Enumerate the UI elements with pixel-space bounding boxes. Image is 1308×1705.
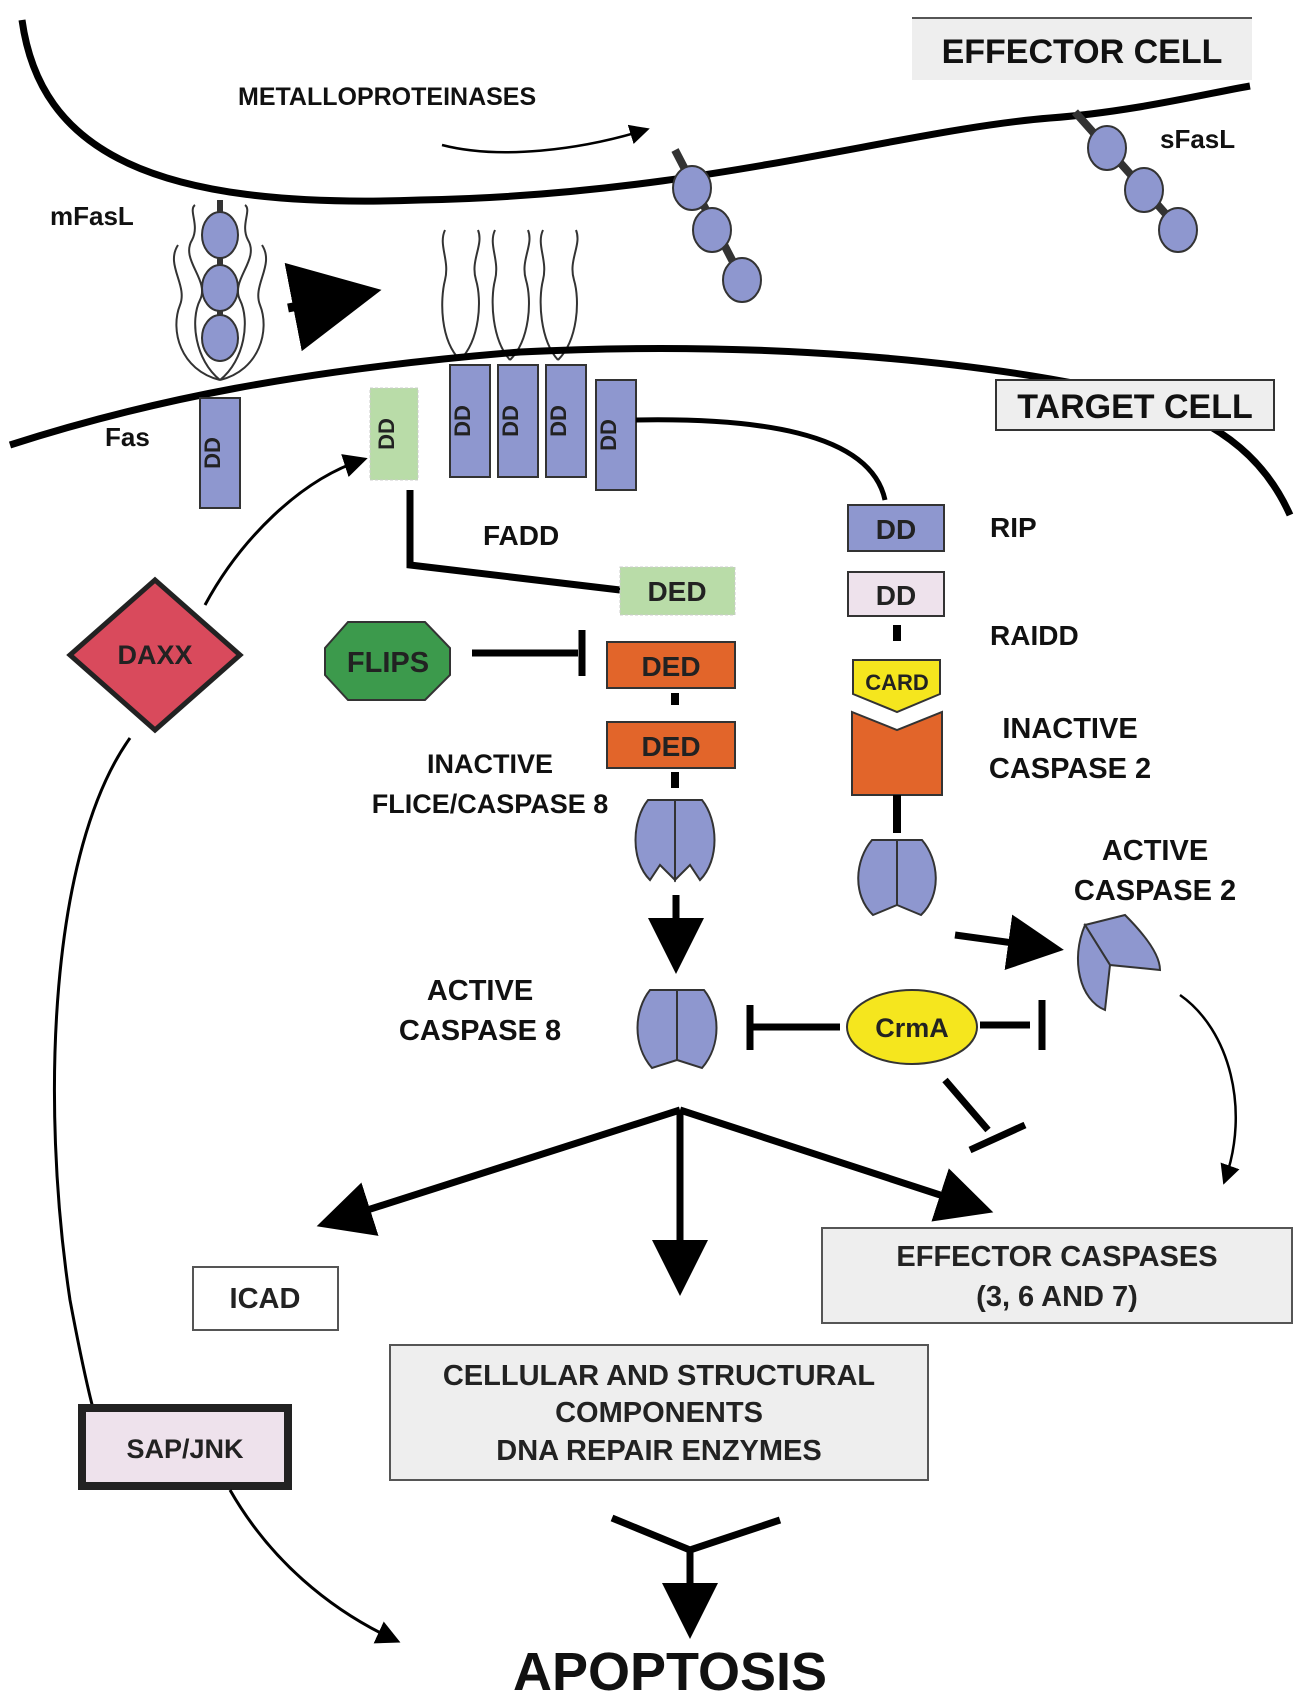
effector-caspases-box bbox=[821, 1227, 1293, 1324]
cellular-label-line3: DNA REPAIR ENZYMES bbox=[496, 1435, 821, 1467]
rip-dd-label: DD bbox=[876, 514, 916, 545]
active-caspase2-label-line1: ACTIVE bbox=[1102, 835, 1208, 867]
crma-inhibits-effectors bbox=[942, 1077, 991, 1133]
fadd-dd-label: DD bbox=[374, 418, 399, 450]
dd-label-1: DD bbox=[450, 405, 475, 437]
sapjnk-to-apoptosis-arrow bbox=[228, 1489, 401, 1644]
apoptosis-label: APOPTOSIS bbox=[513, 1642, 827, 1702]
fadd-label: FADD bbox=[483, 520, 559, 551]
active-caspase2-label-line2: CASPASE 2 bbox=[1074, 875, 1236, 907]
metalloproteinases-label: METALLOPROTEINASES bbox=[238, 83, 536, 111]
ded-label-1: DED bbox=[641, 651, 700, 682]
daxx-to-fas-arrow bbox=[203, 454, 368, 606]
fas-dd-label: DD bbox=[200, 437, 225, 469]
active-caspase2 bbox=[1077, 913, 1162, 1012]
effector-cell-label: EFFECTOR CELL bbox=[942, 33, 1223, 71]
dd-rip-connector bbox=[635, 417, 888, 501]
cellular-label-line1: CELLULAR AND STRUCTURAL bbox=[443, 1360, 875, 1392]
cellular-label-line2: COMPONENTS bbox=[555, 1397, 763, 1429]
raidd-label: RAIDD bbox=[990, 620, 1079, 651]
crma-label: CrmA bbox=[875, 1013, 949, 1043]
receptor-trimer-stalks bbox=[441, 229, 579, 361]
crma-inhibitor: CrmA bbox=[846, 989, 978, 1065]
sfasl-ligand bbox=[1072, 109, 1198, 253]
icad-label: ICAD bbox=[230, 1283, 301, 1315]
fas-label: Fas bbox=[105, 422, 150, 452]
effector-caspases-label-line1: EFFECTOR CASPASES bbox=[896, 1241, 1217, 1273]
inactive-caspase2-prodomain bbox=[851, 710, 943, 796]
dd-label-4: DD bbox=[596, 419, 621, 451]
active-caspase8-label-line1: ACTIVE bbox=[427, 975, 533, 1007]
rip-label: RIP bbox=[990, 512, 1037, 543]
card-domain: CARD bbox=[852, 659, 941, 714]
raidd-dd-label: DD bbox=[876, 580, 916, 611]
caspase8-downstream-arrows bbox=[316, 1106, 994, 1296]
mfasl-label: mFasL bbox=[50, 201, 134, 231]
inactive-caspase2-label-line2: CASPASE 2 bbox=[989, 753, 1151, 785]
released-fasl-ligand bbox=[671, 148, 762, 303]
dd-label-2: DD bbox=[498, 405, 523, 437]
daxx-label: DAXX bbox=[117, 640, 192, 670]
inactive-caspase2-label-line1: INACTIVE bbox=[1002, 713, 1137, 745]
sfasl-label: sFasL bbox=[1160, 124, 1235, 154]
active-caspase8 bbox=[636, 989, 718, 1070]
icad-box bbox=[192, 1266, 339, 1331]
inactive-caspase8 bbox=[634, 799, 716, 883]
card-label: CARD bbox=[865, 670, 929, 695]
fadd-ded-domain: DED bbox=[619, 566, 736, 616]
metalloproteinase-arrow bbox=[441, 124, 650, 154]
trimerization-arrow bbox=[284, 262, 382, 352]
raidd-dd-domain: DD bbox=[847, 571, 945, 617]
inactive-caspase2 bbox=[857, 839, 937, 917]
ded-label-2: DED bbox=[641, 731, 700, 762]
caspase8-ded-domains: DED DED bbox=[606, 641, 736, 788]
fas-receptor: DD bbox=[199, 397, 241, 509]
target-cell-label: TARGET CELL bbox=[1017, 388, 1252, 426]
flips-inhibitor: FLIPS bbox=[324, 621, 451, 701]
rip-dd-domain: DD bbox=[847, 504, 945, 552]
mfasl-ligand bbox=[172, 200, 268, 381]
inactive-flice-label-line1: INACTIVE bbox=[427, 749, 553, 779]
caspase2-to-effectors-arrow bbox=[1179, 993, 1240, 1185]
daxx-adaptor: DAXX bbox=[66, 576, 244, 734]
fadd-connector bbox=[406, 490, 621, 594]
flips-label: FLIPS bbox=[347, 647, 429, 679]
apoptosis-convergence bbox=[610, 1514, 782, 1620]
cellular-components-box bbox=[389, 1344, 929, 1481]
sap-jnk-box bbox=[78, 1404, 292, 1490]
effector-cell-box bbox=[912, 18, 1252, 80]
clustered-dd-domains: DD DD DD DD bbox=[449, 364, 637, 491]
inactive-flice-label-line2: FLICE/CASPASE 8 bbox=[372, 789, 609, 819]
effector-caspases-label-line2: (3, 6 AND 7) bbox=[976, 1281, 1138, 1313]
fadd-dd-domain: DD bbox=[369, 387, 419, 481]
active-caspase8-label-line2: CASPASE 8 bbox=[399, 1015, 561, 1047]
activation-arrow-caspase2 bbox=[954, 914, 1064, 971]
target-cell-box bbox=[995, 379, 1275, 431]
sap-jnk-label: SAP/JNK bbox=[126, 1434, 244, 1464]
dd-label-3: DD bbox=[546, 405, 571, 437]
daxx-to-sapjnk-path bbox=[52, 737, 132, 1451]
fadd-ded-label: DED bbox=[647, 576, 706, 607]
